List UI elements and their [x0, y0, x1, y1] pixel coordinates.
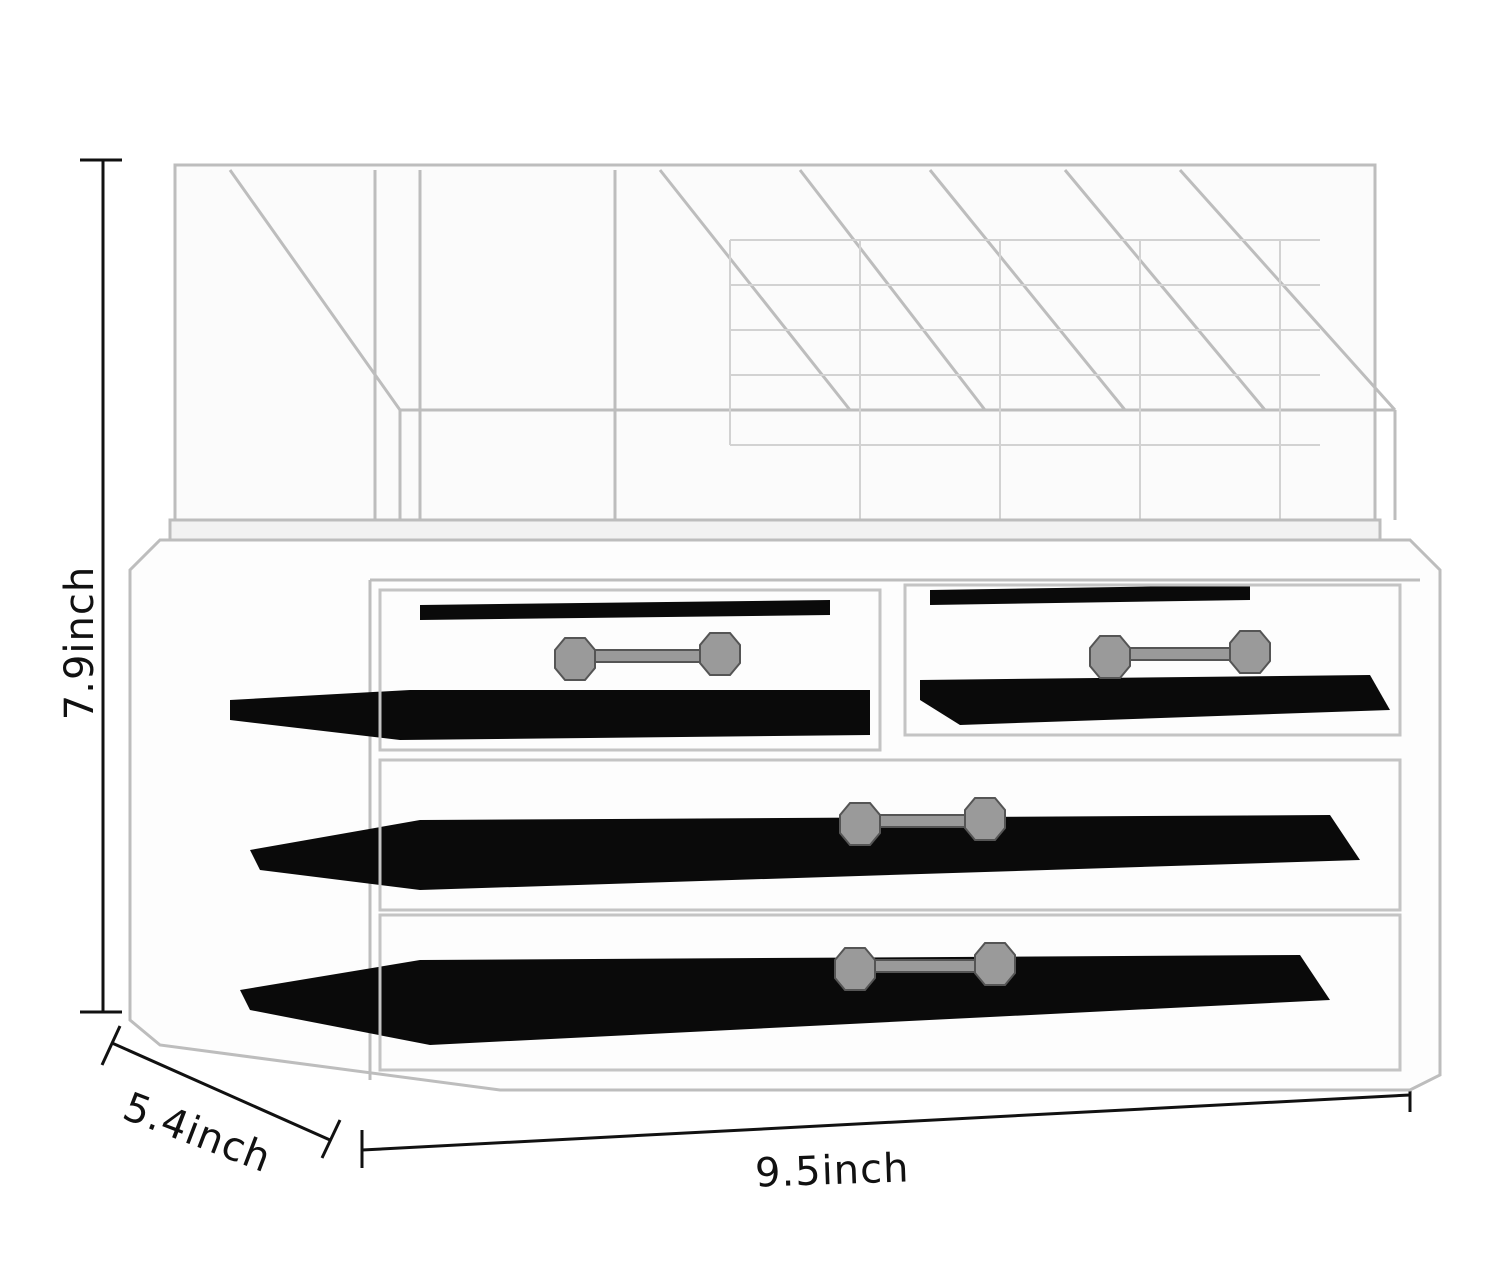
handle-3 [839, 797, 1006, 846]
drawer-liners [230, 585, 1390, 1045]
drawer-1-liner [230, 690, 870, 740]
drawer-3-liner [250, 815, 1360, 890]
drawer-handles [554, 630, 1271, 991]
height-dimension-line [80, 158, 122, 1014]
height-label: 7.9inch [57, 565, 103, 721]
drawer-2-liner [920, 675, 1390, 725]
width-label: 9.5inch [754, 1145, 911, 1197]
drawer-4-liner [240, 955, 1330, 1045]
handle-2 [1089, 630, 1271, 679]
depth-dimension-line [100, 1025, 342, 1159]
drawer-fronts [378, 583, 1402, 1072]
handle-4 [834, 942, 1016, 991]
handle-1 [554, 632, 741, 681]
top-organizer [168, 163, 1397, 557]
